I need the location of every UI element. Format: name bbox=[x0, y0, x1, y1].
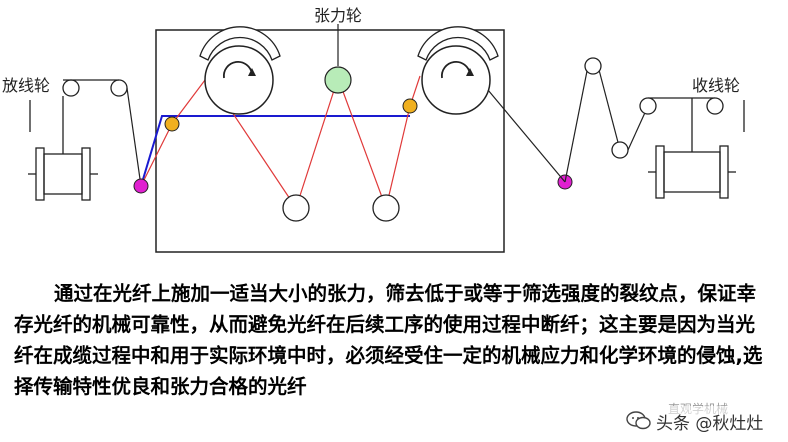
caption-text: 通过在光纤上施加一适当大小的张力，筛去低于或等于筛选强度的裂纹点，保证幸存光纤的… bbox=[14, 282, 763, 398]
fiber-path-right bbox=[487, 65, 715, 183]
takeup-pulley-4 bbox=[706, 97, 724, 115]
payoff-spool bbox=[28, 96, 98, 201]
guide-roller-orange-left bbox=[164, 116, 180, 132]
tension-wheel bbox=[324, 66, 352, 94]
fiber-path-left bbox=[63, 79, 142, 187]
payoff-wheel-label: 放线轮 bbox=[2, 76, 51, 95]
takeup-pulley-3 bbox=[639, 97, 657, 115]
takeup-wheel-label: 收线轮 bbox=[692, 76, 741, 95]
tension-frame bbox=[155, 29, 505, 253]
lower-pulley-1 bbox=[282, 194, 310, 222]
chat-bubble-icon bbox=[626, 411, 651, 430]
capstan-left bbox=[199, 26, 281, 115]
watermark: 头条 @秋灶灶 bbox=[622, 406, 768, 436]
capstan-right bbox=[417, 26, 499, 115]
lower-pulley-2 bbox=[372, 194, 400, 222]
fiber-path-red bbox=[140, 74, 421, 211]
screening-diagram bbox=[28, 24, 745, 253]
guide-roller-orange-right bbox=[402, 98, 418, 114]
payoff-pulley-2 bbox=[110, 79, 128, 97]
takeup-spool bbox=[648, 98, 745, 199]
takeup-pulley-top bbox=[584, 57, 602, 75]
guide-roller-magenta-left bbox=[133, 178, 149, 194]
blue-reference-path bbox=[140, 115, 410, 187]
tension-wheel-label: 张力轮 bbox=[314, 6, 363, 25]
watermark-text: 头条 @秋灶灶 bbox=[656, 413, 764, 434]
payoff-pulley-1 bbox=[62, 79, 80, 97]
takeup-pulley-bottom bbox=[611, 141, 629, 159]
